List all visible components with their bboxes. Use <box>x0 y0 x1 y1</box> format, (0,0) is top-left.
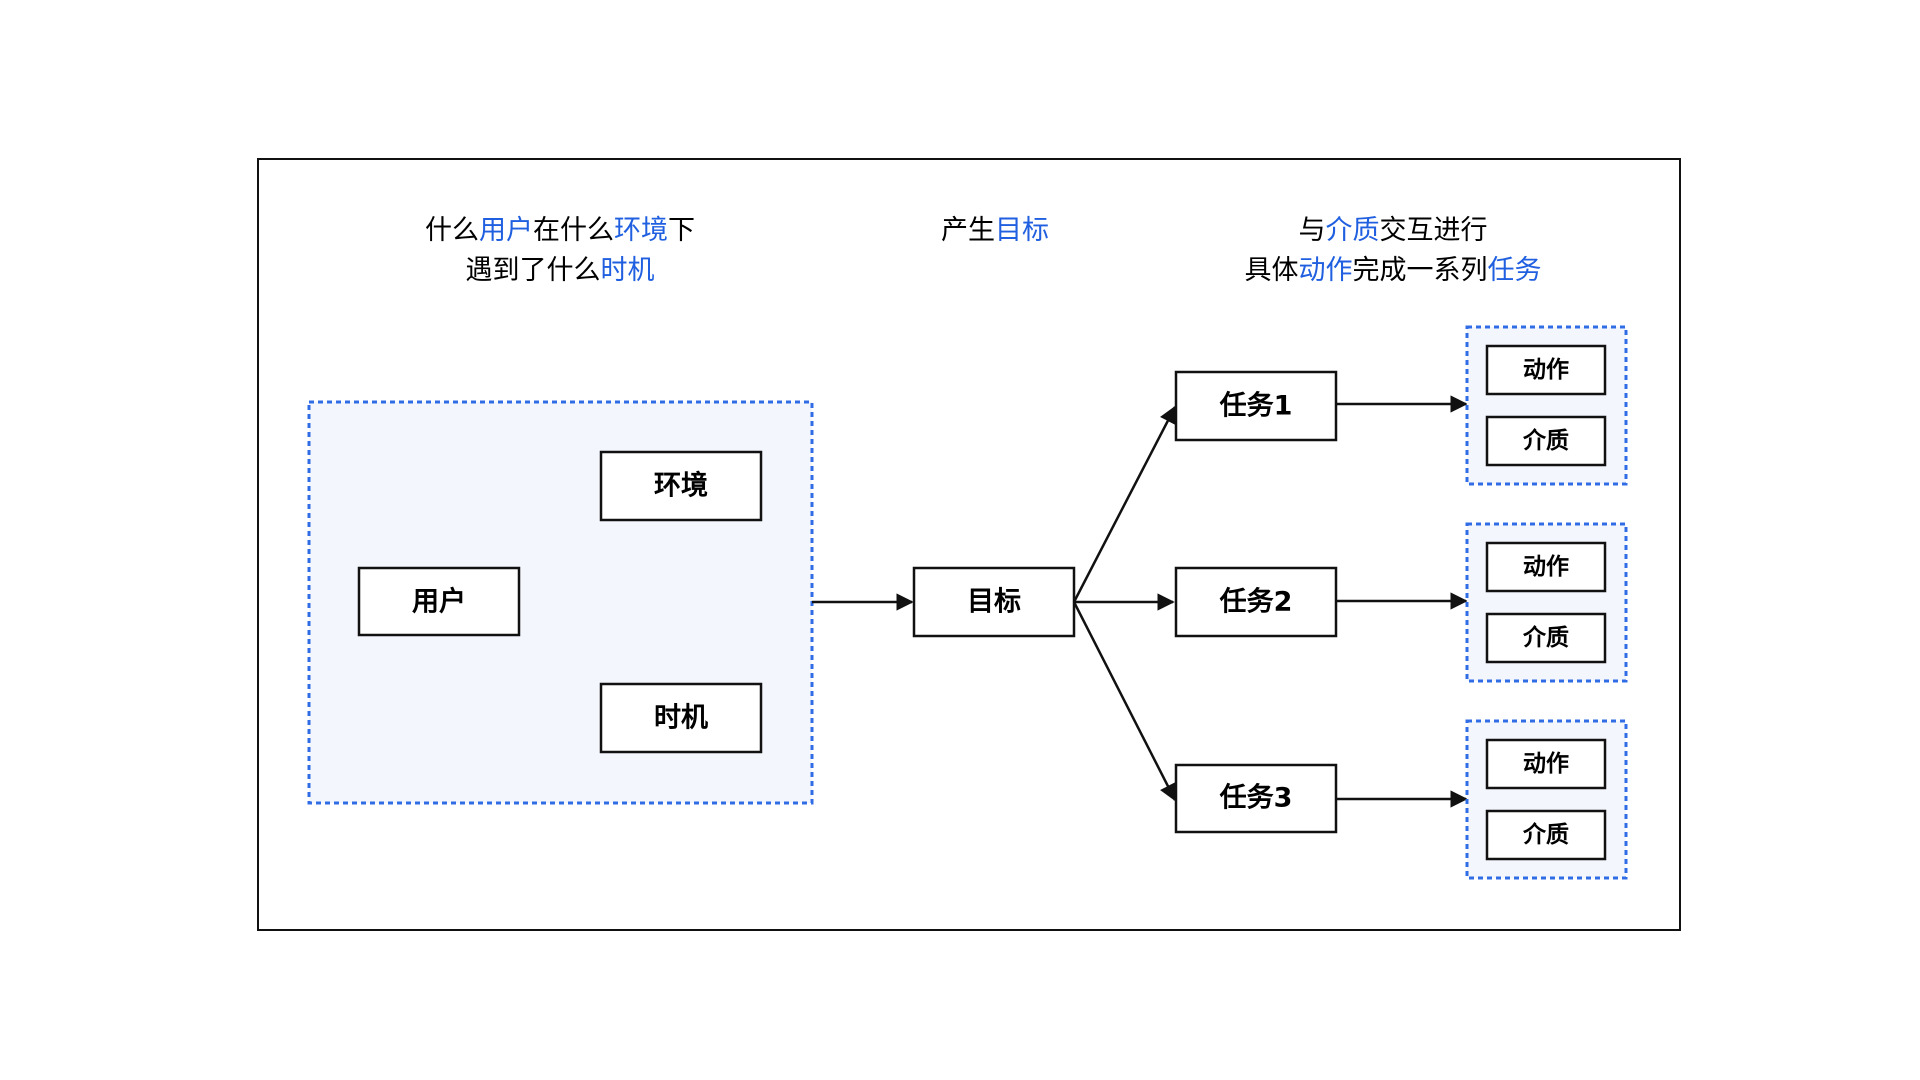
medium-node-1 <box>1485 415 1607 467</box>
caption-text: 与 <box>1299 215 1326 246</box>
caption-left-line2: 遇到了什么时机 <box>466 255 655 286</box>
task-label-1: 任务1 <box>1219 391 1293 422</box>
diagram-frame <box>257 158 1681 931</box>
caption-text: 完成一系列 <box>1353 255 1488 286</box>
caption-text: 下 <box>668 215 695 246</box>
goal-label: 目标 <box>967 587 1021 618</box>
timing-node <box>599 682 763 754</box>
caption-left-line1: 什么用户在什么环境下 <box>425 215 695 246</box>
caption-text: 在什么 <box>533 215 614 246</box>
caption-text: 交互进行 <box>1380 215 1488 246</box>
environment-node <box>599 450 763 522</box>
user-node <box>357 566 521 637</box>
caption-keyword: 介质 <box>1326 215 1380 246</box>
action-label-1: 动作 <box>1523 357 1569 383</box>
caption-right-line2: 具体动作完成一系列任务 <box>1245 255 1542 286</box>
task-node-2 <box>1174 566 1338 638</box>
caption-keyword: 目标 <box>995 215 1049 246</box>
medium-node-3 <box>1485 809 1607 861</box>
caption-keyword: 用户 <box>479 215 533 246</box>
action-label-2: 动作 <box>1523 554 1569 580</box>
caption-text: 具体 <box>1245 255 1299 286</box>
environment-label: 环境 <box>654 471 708 502</box>
edge-goal-to-task-3 <box>1072 601 1177 802</box>
medium-label-3: 介质 <box>1522 822 1569 848</box>
task-label-2: 任务2 <box>1219 587 1293 618</box>
caption-keyword: 时机 <box>601 255 655 286</box>
caption-keyword: 任务 <box>1488 255 1542 286</box>
action-node-1 <box>1485 344 1607 396</box>
medium-label-1: 介质 <box>1522 428 1569 454</box>
caption-right-line1: 与介质交互进行 <box>1299 215 1488 246</box>
goal-node <box>912 566 1076 638</box>
medium-label-2: 介质 <box>1522 625 1569 651</box>
caption-middle-line1: 产生目标 <box>941 215 1049 246</box>
action-node-2 <box>1485 541 1607 593</box>
caption-text: 遇到了什么 <box>466 255 601 286</box>
timing-label: 时机 <box>654 703 708 734</box>
caption-text: 产生 <box>941 215 995 246</box>
caption-text: 什么 <box>425 215 479 246</box>
caption-keyword: 环境 <box>614 215 668 246</box>
medium-node-2 <box>1485 612 1607 664</box>
task-label-3: 任务3 <box>1219 783 1293 814</box>
action-label-3: 动作 <box>1523 751 1569 777</box>
edge-goal-to-task-1 <box>1072 405 1177 603</box>
task-node-1 <box>1174 370 1338 442</box>
action-node-3 <box>1485 738 1607 790</box>
user-label: 用户 <box>412 586 466 618</box>
caption-keyword: 动作 <box>1299 255 1353 286</box>
